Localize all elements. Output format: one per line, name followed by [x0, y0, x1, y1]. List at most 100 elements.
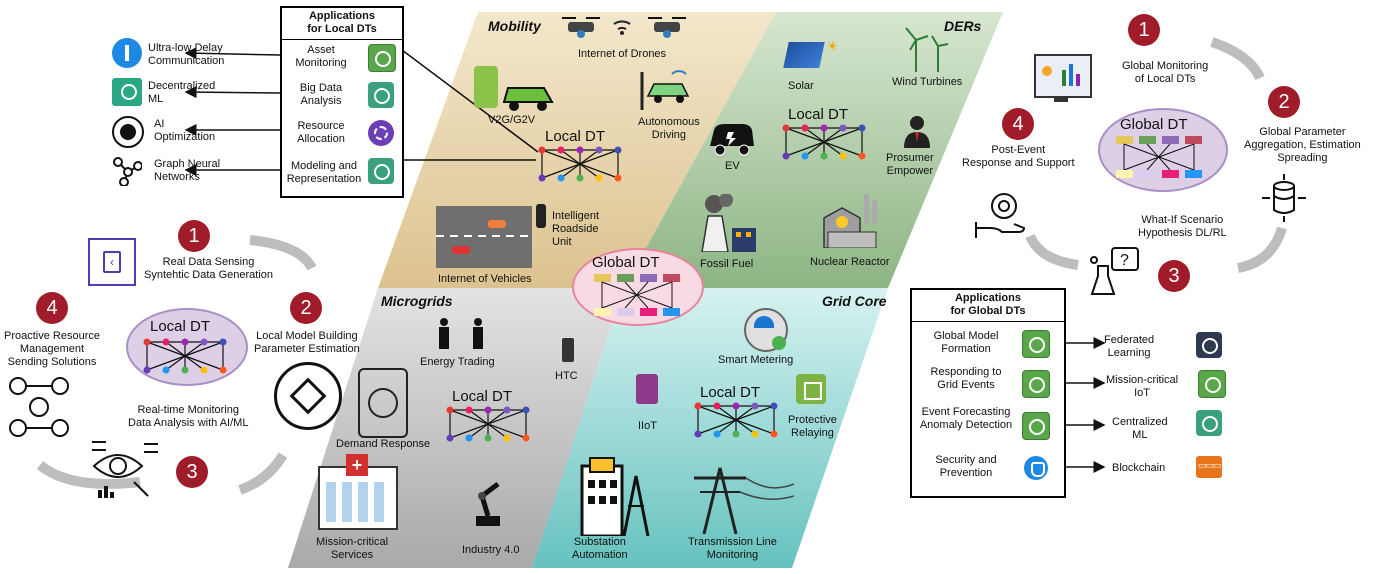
ders-title: DERs: [944, 18, 982, 34]
local-output: AI Optimization: [154, 118, 216, 143]
fossil-fuel-label: Fossil Fuel: [700, 258, 754, 270]
centralized-ml-icon: [1196, 410, 1222, 436]
right-global-dt-network: [1116, 136, 1202, 178]
autonomous-driving-label: Autonomous Driving: [638, 116, 700, 141]
rsu-label: Intelligent Roadside Unit: [552, 210, 600, 248]
local-output: Decentralized ML: [148, 80, 216, 105]
iot-document-icon: [1198, 370, 1226, 398]
drone-icon: [562, 14, 600, 40]
global-step-4-text: Post-Event Response and Support: [962, 144, 1075, 169]
monitor-icon: [1034, 54, 1092, 98]
model-building-icon: [274, 362, 342, 430]
sensing-icon: ‹: [88, 238, 136, 286]
wind-turbines-label: Wind Turbines: [892, 76, 963, 88]
internet-of-drones-label: Internet of Drones: [578, 48, 667, 60]
model-formation-icon: [1022, 330, 1050, 358]
forecasting-icon: [1022, 412, 1050, 440]
global-step-1-text: Global Monitoring of Local DTs: [1122, 60, 1209, 85]
gridcore-local-dt-network: [694, 402, 778, 438]
federated-learning-icon: [1196, 332, 1222, 358]
ev-icon: [708, 118, 756, 161]
traffic-light-icon: [536, 204, 546, 228]
microgrids-local-dt-title: Local DT: [452, 388, 513, 405]
svg-text:?: ?: [1120, 252, 1129, 269]
global-output: Centralized ML: [1112, 416, 1168, 441]
local-step-4-text: Proactive Resource Management Sending So…: [4, 330, 100, 368]
phone-icon: [562, 338, 574, 362]
smart-metering-label: Smart Metering: [718, 354, 794, 366]
substation-label: Substation Automation: [572, 536, 628, 561]
global-step-1-badge: 1: [1128, 14, 1160, 46]
gridcore-title: Grid Core: [822, 293, 887, 309]
monitor-stand: [1054, 96, 1068, 102]
drone-icon: [648, 14, 686, 40]
v2g-label: V2G/G2V: [488, 114, 536, 126]
nuclear-reactor-icon: [820, 190, 880, 253]
iiot-label: IIoT: [638, 420, 657, 432]
local-apps-title: Applications for Local DTs: [282, 8, 402, 40]
security-shield-icon: [1024, 456, 1048, 480]
monitoring-analysis-icon: [88, 436, 160, 498]
local-step-2-badge: 2: [290, 292, 322, 324]
htc-label: HTC: [555, 370, 578, 382]
local-step-4-badge: 4: [36, 292, 68, 324]
demand-response-icon: [358, 368, 408, 438]
local-app-row: Asset Monitoring: [295, 44, 347, 69]
resource-management-icon: [8, 376, 70, 438]
global-step-4-badge: 4: [1002, 108, 1034, 140]
global-dt-center: [572, 248, 704, 326]
charging-station-icon: [474, 66, 498, 108]
global-output: Mission-critical IoT: [1106, 374, 1179, 399]
support-hand-icon: [974, 188, 1030, 240]
global-step-3-text: What-If Scenario Hypothesis DL/RL: [1138, 214, 1227, 239]
road-image: [436, 206, 532, 268]
mission-critical-services-label: Mission-critical Services: [316, 536, 389, 561]
database-icon: [1262, 174, 1306, 222]
energy-trading-label: Energy Trading: [420, 356, 495, 368]
car-icon: [500, 80, 556, 117]
wifi-icon: [612, 18, 632, 43]
local-app-row: Big Data Analysis: [299, 82, 343, 107]
local-app-row: Modeling and Representation: [286, 160, 362, 185]
global-app-row: Global Model Formation: [933, 330, 999, 355]
local-step-1-text: Real Data Sensing Syntehtic Data Generat…: [144, 256, 274, 281]
solar-panel-icon: [783, 42, 825, 68]
left-local-dt: [126, 308, 248, 386]
global-step-2-text: Global Parameter Aggregation, Estimation…: [1244, 126, 1361, 164]
global-step-3-badge: 3: [1158, 260, 1190, 292]
wind-turbine-icon: [902, 26, 950, 77]
grid-events-icon: [1022, 370, 1050, 398]
monitoring-icon: [368, 44, 396, 72]
local-step-2-text: Local Model Building Parameter Estimatio…: [254, 330, 360, 355]
solar-label: Solar: [788, 80, 814, 92]
local-step-3-text: Real-time Monitoring Data Analysis with …: [128, 404, 249, 429]
prosumer-label: Prosumer Empower: [886, 152, 934, 177]
local-app-row: Resource Allocation: [297, 120, 345, 145]
big-data-icon: [368, 82, 394, 108]
global-output: Federated Learning: [1104, 334, 1155, 359]
protective-relaying-label: Protective Relaying: [788, 414, 837, 439]
industry-label: Industry 4.0: [462, 544, 520, 556]
lightbulb-icon: [112, 78, 142, 106]
iov-label: Internet of Vehicles: [438, 273, 532, 285]
antenna-icon: [112, 38, 142, 68]
smart-meter-icon: [744, 308, 788, 352]
local-output: Ultra-low Delay Communication: [148, 42, 225, 67]
transmission-label: Transmission Line Monitoring: [688, 536, 777, 561]
ev-label: EV: [725, 160, 740, 172]
prosumer-icon: [902, 114, 932, 153]
global-output: Blockchain: [1112, 462, 1166, 474]
brain-icon: [368, 158, 394, 184]
resource-allocation-icon: [368, 120, 394, 146]
right-global-dt-title: Global DT: [1120, 116, 1188, 133]
microgrids-local-dt-network: [446, 406, 530, 442]
ai-optimization-icon: [112, 116, 144, 148]
ders-local-dt-network: [782, 124, 866, 160]
global-apps-title: Applications for Global DTs: [912, 290, 1064, 322]
graph-network-icon: [113, 157, 142, 186]
substation-icon: [580, 456, 652, 541]
autonomous-car-icon: [628, 66, 690, 115]
demand-response-label: Demand Response: [336, 438, 431, 450]
hypothesis-icon: ?: [1088, 246, 1140, 296]
transmission-tower-icon: [684, 464, 795, 539]
